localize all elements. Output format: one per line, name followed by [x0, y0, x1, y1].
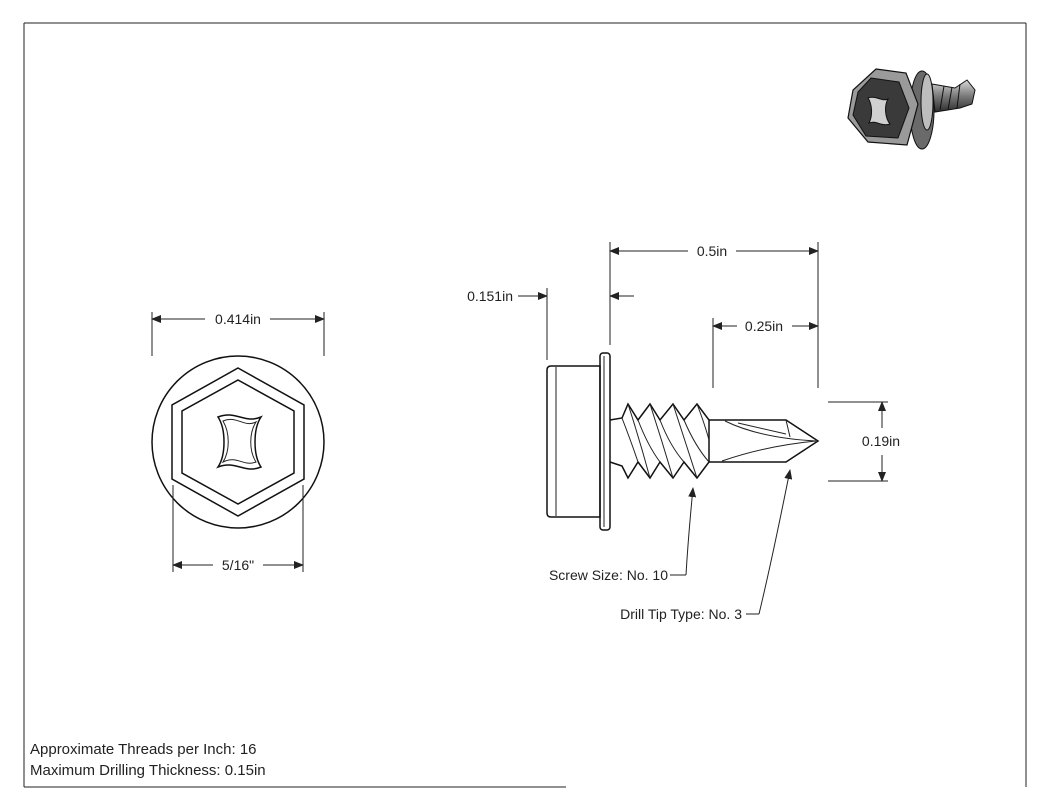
- hex-inner: [181, 379, 295, 505]
- threaded-shank: [609, 402, 710, 480]
- drawing-border: [23, 22, 1027, 788]
- hex-outer: [171, 367, 305, 517]
- side-view: 0.5in 0.151in 0.25in 0.19in Screw Size: …: [467, 242, 900, 622]
- isometric-view: [847, 68, 976, 150]
- recess-inner: [221, 418, 258, 464]
- dim-drill-point-length: 0.25in: [745, 318, 783, 334]
- dim-drill-diameter: 0.19in: [862, 433, 900, 449]
- dim-hex-size: 5/16": [222, 557, 254, 573]
- drill-tip: [709, 419, 820, 463]
- callout-drill-tip: Drill Tip Type: No. 3: [620, 606, 742, 622]
- dim-head-thickness: 0.151in: [467, 288, 513, 304]
- note-max-drilling-thickness: Maximum Drilling Thickness: 0.15in: [30, 762, 266, 779]
- recess-outer: [216, 414, 263, 470]
- front-view: 0.414in 5/16": [151, 311, 325, 573]
- dim-overall-length: 0.5in: [697, 243, 727, 259]
- head-circle: [151, 355, 325, 529]
- callout-screw-size: Screw Size: No. 10: [549, 567, 668, 583]
- washer-flange: [599, 352, 611, 531]
- screw-head: [546, 365, 601, 518]
- dim-head-diameter: 0.414in: [215, 311, 261, 327]
- note-threads-per-inch: Approximate Threads per Inch: 16: [30, 741, 257, 758]
